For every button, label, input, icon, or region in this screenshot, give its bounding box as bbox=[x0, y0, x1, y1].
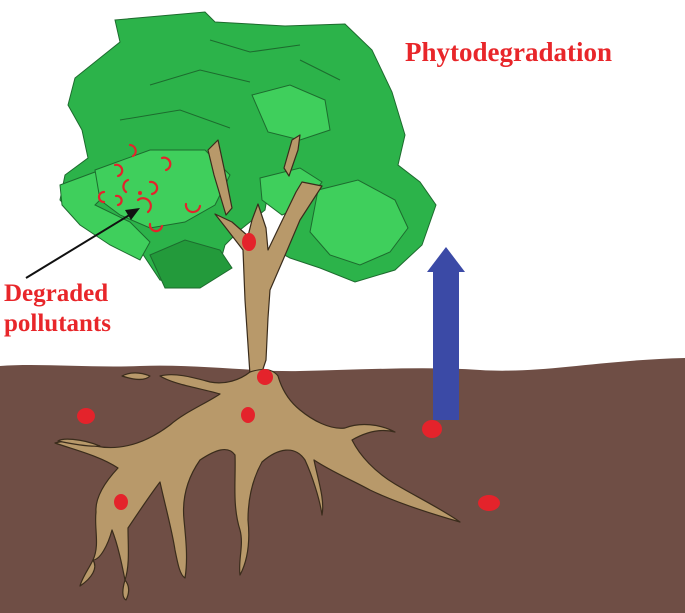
pollutant-dot bbox=[77, 408, 95, 424]
pollutant-dot bbox=[257, 369, 273, 385]
pollutant-dot bbox=[241, 407, 255, 423]
label-line-2: pollutants bbox=[4, 309, 111, 339]
pollutant-dot bbox=[114, 494, 128, 510]
pollutant-dot bbox=[242, 233, 256, 251]
diagram-title: Phytodegradation bbox=[405, 36, 612, 68]
pollutant-dot bbox=[138, 191, 142, 195]
degraded-pollutants-label: Degraded pollutants bbox=[4, 279, 111, 339]
label-line-1: Degraded bbox=[4, 279, 111, 309]
soil-ground bbox=[0, 358, 685, 613]
pollutant-dot bbox=[478, 495, 500, 511]
pollutant-dot bbox=[422, 420, 442, 438]
